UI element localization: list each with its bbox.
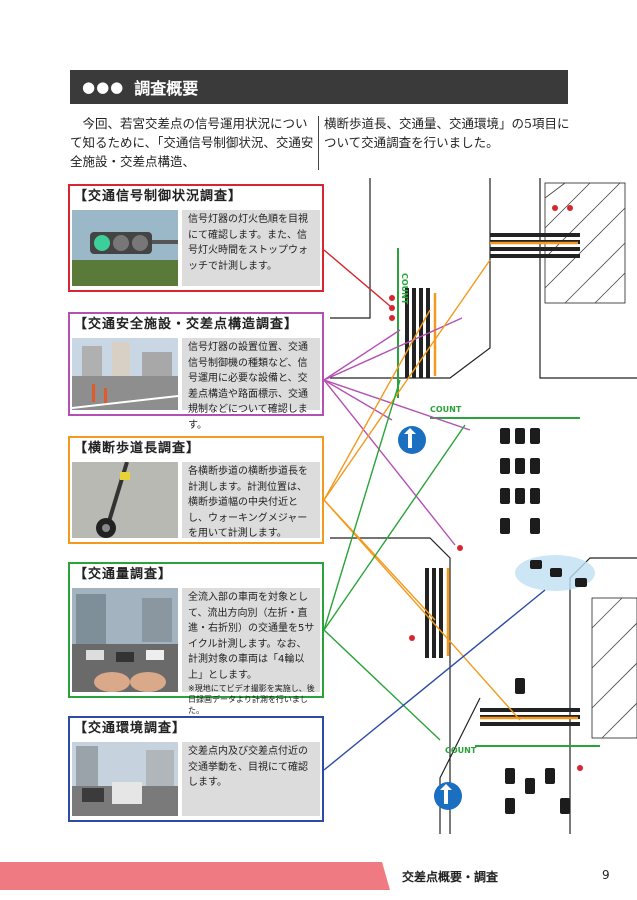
footer-title: 交差点概要・調査 <box>402 870 499 884</box>
traffic-environment-survey-box: 【交通環境調査】 交差点内及び交差点付近の交通挙動を、目視にて確認します。 <box>68 716 324 822</box>
traffic-signal-photo <box>72 210 178 286</box>
traffic-counting-photo <box>72 588 178 692</box>
traffic-volume-survey-box: 【交通量調査】 全流入部の車両を対象として、流出方向別（左折・直進・右折別）の交… <box>68 562 324 715</box>
count-label-2: COUNT <box>430 405 462 414</box>
measuring-wheel-photo <box>72 462 178 538</box>
page-number: 9 <box>602 868 610 882</box>
intro-divider <box>318 116 319 170</box>
box-description-text: 全流入部の車両を対象として、流出方向別（左折・直進・右折別）の交通量を5サイクル… <box>188 592 315 681</box>
count-label-3: COUNT <box>445 746 477 755</box>
footer-tab <box>382 862 637 890</box>
box-description: 各横断歩道の横断歩道長を計測します。計測位置は、横断歩道幅の中央付近とし、ウォー… <box>182 462 320 539</box>
signal-control-survey-box: 【交通信号制御状況調査】 信号灯器の灯火色順を目視にて確認します。また、信号灯火… <box>68 184 324 292</box>
intro-left-text: 今回、若宮交差点の信号運用状況について知るために、「交通信号制御状況、交通安全施… <box>70 116 314 169</box>
box-title: 【交通量調査】 <box>74 567 173 582</box>
box-title: 【交通安全施設・交差点構造調査】 <box>74 317 299 332</box>
section-header: ●●● 調査概要 <box>70 70 568 104</box>
box-title: 【横断歩道長調査】 <box>74 441 201 456</box>
box-title: 【交通環境調査】 <box>74 721 187 736</box>
intersection-photo <box>72 338 178 410</box>
section-title: 調査概要 <box>134 79 199 98</box>
box-description: 交差点内及び交差点付近の交通挙動を、目視にて確認します。 <box>182 742 320 816</box>
street-scene-photo <box>72 742 178 816</box>
box-description: 信号灯器の設置位置、交通信号制御機の種類など、信号運用に必要な設備と、交差点構造… <box>182 338 320 431</box>
box-title: 【交通信号制御状況調査】 <box>74 189 243 204</box>
crosswalk-length-survey-box: 【横断歩道長調査】 各横断歩道の横断歩道長を計測します。計測位置は、横断歩道幅の… <box>68 436 324 544</box>
intersection-map: COUNT COUNT COUNT <box>330 178 637 834</box>
box-note: ※現地にてビデオ撮影を実施し、後日録画データより計測を行いました。 <box>188 684 315 715</box>
safety-facility-survey-box: 【交通安全施設・交差点構造調査】 信号灯器の設置位置、交通信号制御機の種類など、… <box>68 312 324 431</box>
box-description: 全流入部の車両を対象として、流出方向別（左折・直進・右折別）の交通量を5サイクル… <box>182 588 320 715</box>
count-label-1: COUNT <box>400 273 409 305</box>
intro-right-text: 横断歩道長、交通量、交通環境」の5項目について交通調査を行いました。 <box>324 116 570 150</box>
box-description: 信号灯器の灯火色順を目視にて確認します。また、信号灯火時間をストップウォッチで計… <box>182 210 320 286</box>
section-dots: ●●● <box>82 78 125 96</box>
